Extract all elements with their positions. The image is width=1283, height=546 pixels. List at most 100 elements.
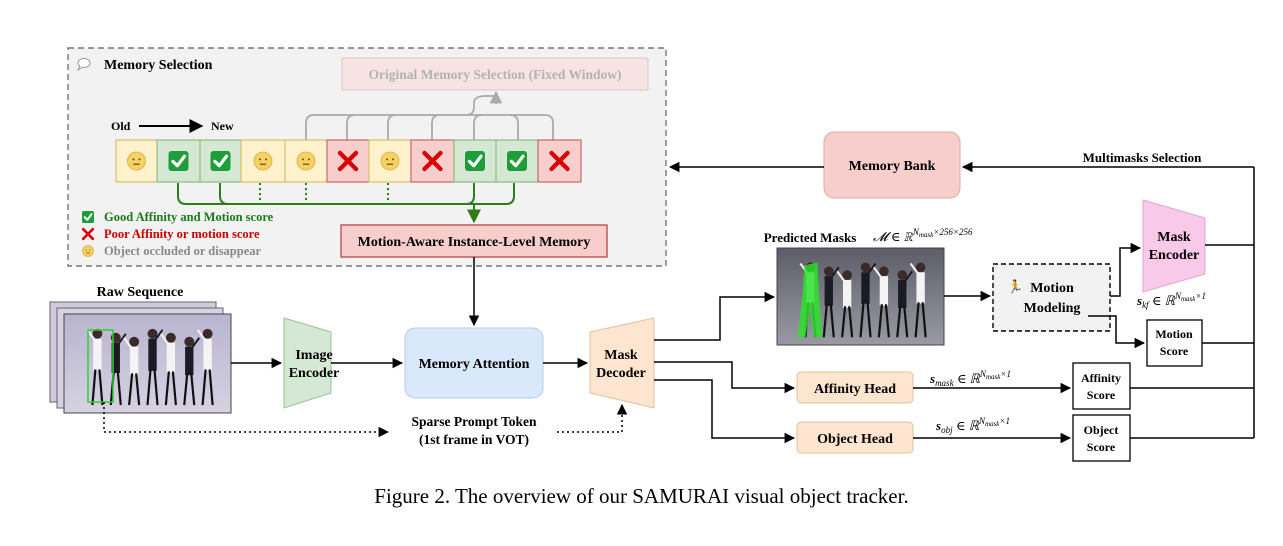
object-score-box (1072, 414, 1131, 462)
cross-icon (81, 227, 95, 241)
memory-bank-box (823, 131, 961, 199)
fixed-window-bracket (305, 90, 554, 140)
dancer-figure (873, 266, 890, 338)
old-label: Old (111, 119, 131, 133)
arrow-prompt-from-raw (103, 402, 390, 438)
dancer-figure (123, 336, 141, 406)
memory-cell (284, 139, 328, 183)
mask-decoder-shape (589, 317, 655, 409)
check-icon (465, 151, 485, 171)
mask-encoder-label-line1: Mask (1157, 230, 1191, 245)
memory-selection-panel: Memory Selection Original Memory Selecti… (67, 47, 667, 267)
raw-sequence: Raw Sequence (49, 285, 232, 414)
skf-formula: skf ∈ ℝNmask×1 (1136, 291, 1206, 310)
predicted-dancers (797, 262, 927, 338)
dancer-figure (160, 332, 177, 406)
cross-icon (337, 150, 359, 172)
memory-cell (240, 139, 286, 183)
dancer-figure (183, 336, 201, 406)
image-encoder-label-line2: Encoder (289, 366, 340, 381)
running-person-icon: 🏃 (1007, 279, 1023, 294)
memory-cell (453, 139, 497, 183)
memory-cell (326, 139, 370, 183)
motion-aware-memory-box (340, 224, 608, 258)
neutral-face-icon (253, 151, 273, 171)
raw-sequence-label: Raw Sequence (97, 285, 184, 300)
original-memory-selection-box (341, 57, 649, 91)
arrow-decoder-to-affinity (654, 361, 796, 394)
object-head-label: Object Head (817, 432, 893, 447)
smask-formula: smask ∈ ℝNmask×1 (929, 369, 1011, 388)
check-icon (210, 151, 231, 171)
motion-modeling-label-line2: Modeling (1024, 301, 1081, 316)
dancer-figure (836, 270, 854, 338)
new-label: New (211, 119, 234, 133)
mask-decoder-label-line1: Mask (604, 348, 638, 363)
memory-cell (537, 139, 582, 183)
motion-score-label-line1: Motion (1155, 327, 1193, 341)
check-icon (168, 151, 189, 171)
dancer-figure (859, 262, 877, 338)
motion-modeling-box (992, 263, 1111, 332)
memory-selection-title: Memory Selection (104, 58, 213, 73)
neutral-face-icon (127, 151, 146, 171)
motion-score-box (1146, 319, 1203, 367)
motion-modeling-label-line1: Motion (1030, 281, 1074, 296)
mask-encoder-shape (1142, 199, 1206, 293)
legend-text: Object occluded or disappear (104, 244, 262, 258)
motion-aware-memory-label: Motion-Aware Instance-Level Memory (358, 235, 591, 250)
memory-cell (156, 139, 201, 183)
memory-attention-label: Memory Attention (419, 357, 530, 372)
selected-memory-bracket (177, 183, 515, 224)
arrow-motion-to-mask-encoder (1110, 242, 1142, 297)
object-score-label-line2: Score (1087, 440, 1116, 454)
neutral-face-icon (82, 245, 94, 257)
memory-cells (115, 139, 582, 183)
memory-cell (368, 139, 412, 183)
neutral-face-icon (380, 151, 400, 171)
cross-icon (422, 150, 443, 172)
dancer-figure (909, 262, 927, 338)
memory-cell (410, 139, 455, 183)
legend-item: Object occluded or disappear (82, 244, 262, 258)
predicted-masks-formula: 𝓜 ∈ ℝNmask×256×256 (873, 227, 973, 244)
green-mask-overlay (797, 262, 823, 338)
legend-text: Good Affinity and Motion score (104, 210, 274, 224)
arrow-prompt-to-decoder (557, 403, 628, 433)
multimasks-selection-label: Multimasks Selection (1083, 150, 1203, 165)
sobj-formula: sobj ∈ ℝNmask×1 (935, 416, 1010, 435)
dancer-figure (146, 328, 164, 406)
dancer-figure (896, 270, 914, 338)
cross-icon (549, 150, 570, 172)
image-encoder-shape (283, 317, 332, 409)
mask-encoder-label-line2: Encoder (1149, 248, 1200, 263)
sparse-prompt-label-line2: (1st frame in VOT) (419, 432, 529, 447)
predicted-masks-label: Predicted Masks (764, 230, 857, 245)
check-icon (507, 151, 527, 171)
affinity-score-box (1072, 362, 1131, 410)
legend-item: Poor Affinity or motion score (81, 227, 260, 241)
arrow-decoder-to-masks (654, 291, 776, 341)
sparse-prompt-label-line1: Sparse Prompt Token (411, 414, 537, 429)
target-bounding-box (87, 329, 114, 403)
mask-decoder-label-line2: Decoder (596, 366, 646, 381)
connectors (103, 161, 1255, 444)
memory-cell (495, 139, 539, 183)
dancer-figure (86, 328, 104, 406)
arrow-motion-to-score (1088, 315, 1146, 349)
object-score-label-line1: Object (1084, 423, 1119, 437)
affinity-score-label-line1: Affinity (1081, 371, 1121, 385)
memory-cell (115, 139, 158, 183)
legend-item: Good Affinity and Motion score (82, 210, 274, 224)
samurai-diagram: Memory Selection Original Memory Selecti… (49, 47, 1255, 462)
legend-text: Poor Affinity or motion score (104, 227, 260, 241)
motion-score-label-line2: Score (1160, 344, 1189, 358)
dancer-figure (822, 266, 840, 338)
affinity-head-label: Affinity Head (814, 382, 896, 397)
original-memory-selection-label: Original Memory Selection (Fixed Window) (369, 67, 622, 82)
memory-cell (199, 139, 242, 183)
arrow-decoder-to-object (654, 379, 796, 444)
image-encoder-label-line1: Image (295, 348, 332, 363)
dancer-figure (196, 328, 214, 406)
check-icon (82, 211, 94, 223)
